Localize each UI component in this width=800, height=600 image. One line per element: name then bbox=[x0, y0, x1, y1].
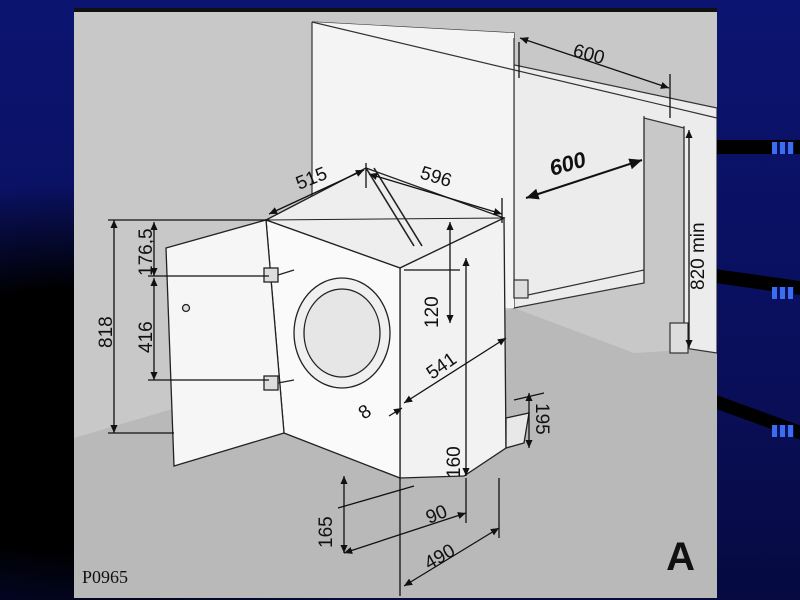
decor-stripe-dots bbox=[772, 287, 794, 299]
dim-niche-width-top: 600 bbox=[571, 41, 607, 69]
decor-stripe-dots bbox=[772, 142, 794, 154]
appliance-door bbox=[165, 219, 295, 467]
dim-niche-height: 820 min bbox=[688, 222, 709, 290]
dim-door-bottom: 165 bbox=[316, 516, 337, 548]
dim-total-height: 818 bbox=[96, 316, 117, 348]
diagram-drawing: 600 600 820 min 515 596 818 176,5 416 12… bbox=[74, 8, 717, 598]
diagram-letter: A bbox=[666, 535, 695, 579]
dim-top-offset: 120 bbox=[422, 296, 443, 328]
decor-stripe-dots bbox=[772, 425, 794, 437]
washing-machine bbox=[264, 167, 530, 479]
dim-plinth-depth: 195 bbox=[531, 403, 552, 435]
dim-plinth-height: 160 bbox=[444, 446, 465, 478]
dim-hinge-spacing: 416 bbox=[136, 321, 157, 353]
diagram-code: P0965 bbox=[82, 567, 129, 587]
dim-hinge-top: 176,5 bbox=[136, 228, 157, 276]
dimension-lines bbox=[108, 37, 693, 596]
installation-diagram: 600 600 820 min 515 596 818 176,5 416 12… bbox=[74, 8, 717, 598]
